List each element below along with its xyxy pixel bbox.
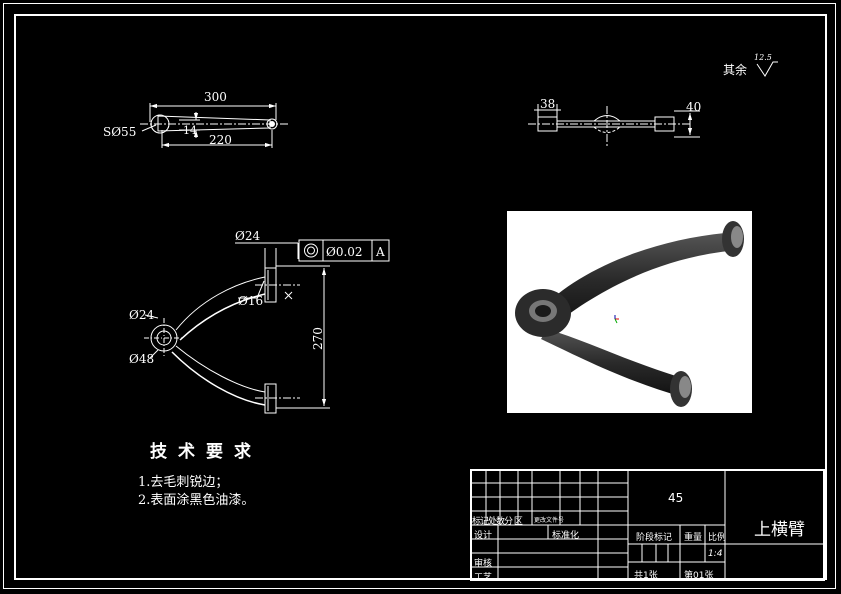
- drawing-frame-inner: [14, 14, 827, 580]
- 3d-render-view: [507, 211, 752, 413]
- dim-side-left: 38: [540, 97, 555, 111]
- standardization-label: 标准化: [552, 531, 580, 541]
- revision-label: 标记处数分 区: [472, 517, 523, 527]
- dim-boss-inner: Ø24: [129, 308, 154, 322]
- dim-inner-length: 220: [209, 133, 232, 147]
- tech-requirement-item: 2.表面涂黑色油漆。: [138, 493, 255, 508]
- drawing-frame-outer: [3, 3, 836, 589]
- material: 45: [668, 491, 684, 505]
- tolerance-frame: [298, 239, 390, 262]
- tech-requirements-title: 技术要求: [150, 442, 262, 462]
- roughness-symbol-icon: [756, 61, 778, 77]
- dim-side-right: 40: [686, 100, 701, 114]
- dim-overall-length: 300: [204, 90, 227, 104]
- side-view: [528, 104, 700, 146]
- concentricity-icon: [304, 243, 318, 258]
- dim-height: 270: [311, 327, 325, 350]
- roughness-value: 12.5: [754, 53, 772, 62]
- dim-boss-outer: Ø48: [129, 352, 154, 366]
- dim-bushing-diameter: Ø24: [235, 229, 260, 243]
- dim-thickness: 14: [183, 124, 197, 137]
- dim-sphere: SØ55: [103, 125, 136, 139]
- scale-value: 1:4: [708, 549, 723, 559]
- top-view: [140, 103, 290, 148]
- tech-requirement-item: 1.去毛刺锐边；: [138, 475, 229, 490]
- sheet-total: 共1张: [634, 571, 658, 581]
- process-label: 工艺: [474, 573, 493, 583]
- stage-label: 阶段标记: [636, 533, 673, 543]
- part-name: 上横臂: [754, 520, 805, 540]
- control-arm-render-image: [515, 221, 744, 407]
- dim-hole-diameter: Ø16: [238, 294, 263, 308]
- front-view: [144, 242, 330, 414]
- sheet-number: 第01张: [684, 571, 714, 581]
- design-label: 设计: [474, 531, 493, 541]
- doc-no-label: 更改文件号: [534, 517, 565, 524]
- surface-note-label: 其余: [723, 62, 747, 77]
- title-block: 45 上横臂 标记处数分 区 更改文件号 设计 标准化 审核 工艺 阶段标记 重…: [470, 469, 825, 583]
- review-label: 审核: [474, 559, 493, 569]
- tolerance-value: Ø0.02: [326, 245, 363, 259]
- weight-label: 重量: [684, 533, 703, 543]
- tolerance-datum: A: [375, 245, 385, 259]
- surface-roughness-note: 其余 12.5: [723, 53, 778, 77]
- title-block-grid: [470, 469, 825, 581]
- scale-label: 比例: [708, 533, 727, 543]
